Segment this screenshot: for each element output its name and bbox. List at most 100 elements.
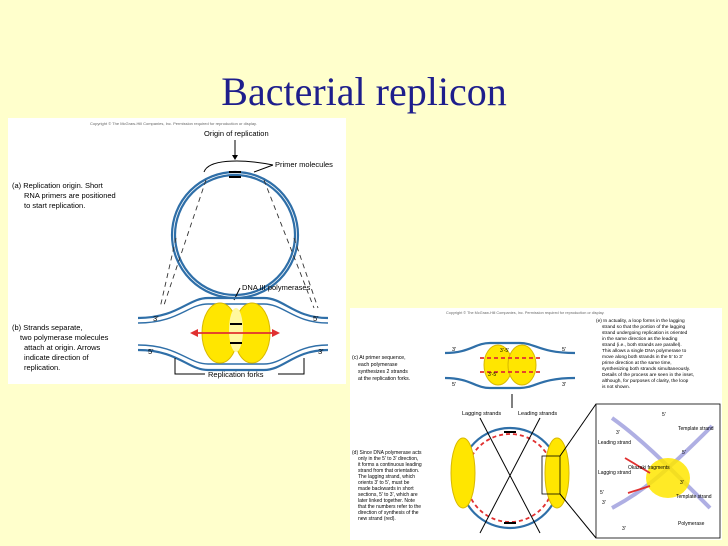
end-label: 5': [313, 314, 319, 323]
primer-mark: [229, 176, 241, 178]
zoom-line: [159, 237, 177, 309]
figure-replication-origin: Copyright © The McGraw-Hill Companies, I…: [8, 118, 346, 384]
svg-text:in the same direction as the l: in the same direction as the leading: [602, 336, 678, 342]
svg-text:Details of the process are see: Details of the process are seen in the i…: [602, 372, 694, 378]
svg-text:prime direction at the same ti: prime direction at the same time,: [602, 360, 672, 366]
end-label: 5': [562, 347, 566, 353]
inset-line: [559, 493, 597, 539]
svg-text:(d) Since DNA polymerase acts: (d) Since DNA polymerase acts: [352, 450, 422, 456]
end-label: 3': [452, 347, 456, 353]
primer-arrow: [253, 164, 274, 173]
origin-label: Origin of replication: [204, 129, 269, 138]
caption-e: (e) In actuality, a loop forms in the la…: [596, 318, 694, 390]
leading-strands-label: Leading strands: [518, 411, 557, 417]
svg-text:strand from that orientation.: strand from that orientation.: [358, 468, 419, 474]
end-label: 3': [622, 526, 626, 532]
strand-c-bottom: [444, 376, 576, 390]
svg-text:indicate direction of: indicate direction of: [24, 353, 90, 362]
svg-text:move along both strands in the: move along both strands in the 5' to 3': [602, 354, 683, 360]
end-label: 5': [662, 412, 666, 418]
dna-circle-outer: [170, 170, 300, 300]
inset-marker: [541, 455, 561, 495]
inset-new-strand: [624, 457, 651, 474]
inset-lagging-label: Lagging strand: [598, 470, 631, 476]
inset-template-label-2: Template strand: [676, 494, 712, 500]
end-label: 3': [616, 430, 620, 436]
end-label: 3': [318, 347, 324, 356]
arrowhead: [232, 155, 238, 160]
svg-text:at the replication forks.: at the replication forks.: [358, 376, 410, 382]
end-label: 5': [682, 450, 686, 456]
polymerase-d-left: [450, 437, 476, 509]
svg-text:that the numbers refer to the: that the numbers refer to the: [358, 504, 421, 510]
strand-c-top: [444, 341, 576, 355]
strand-bottom: [137, 348, 329, 372]
primer-mark: [230, 323, 242, 325]
copyright-text: Copyright © The McGraw-Hill Companies, I…: [446, 311, 604, 315]
arrowhead-right: [272, 329, 280, 337]
slide-title: Bacterial replicon: [221, 69, 507, 114]
primer-mark: [230, 342, 242, 344]
inset-helix: [610, 416, 712, 510]
lagging-strands-label: Lagging strands: [462, 411, 501, 417]
svg-text:attach at origin. Arrows: attach at origin. Arrows: [24, 343, 101, 352]
caption-a: (a) Replication origin. Short RNA primer…: [12, 181, 116, 210]
inset-line: [559, 403, 597, 457]
svg-text:is not shown.: is not shown.: [602, 384, 630, 390]
copyright-text: Copyright © The McGraw-Hill Companies, I…: [90, 121, 257, 126]
svg-text:each polymerase: each polymerase: [358, 362, 398, 368]
fork-arrow: [278, 358, 305, 375]
svg-text:(e) In actuality, a loop forms: (e) In actuality, a loop forms in the la…: [596, 318, 685, 324]
svg-text:synthesizes 2 strands: synthesizes 2 strands: [358, 369, 408, 375]
end-label: 3': [153, 314, 159, 323]
primer-mark: [229, 171, 241, 173]
inset-template-label: Template strand: [678, 426, 714, 432]
svg-text:replication.: replication.: [24, 363, 60, 372]
svg-text:sections, 5' to 3', which are: sections, 5' to 3', which are: [358, 492, 418, 498]
svg-text:This allows a single DNA polym: This allows a single DNA polymerase to: [602, 348, 687, 354]
svg-text:RNA primers are positioned: RNA primers are positioned: [24, 191, 116, 200]
end-label: 3': [562, 382, 566, 388]
cross-line: [479, 417, 541, 534]
polymerase-highlight: [229, 308, 243, 352]
svg-text:synthesizing both strands simu: synthesizing both strands simultaneously…: [602, 366, 690, 372]
caption-b: (b) Strands separate, two polymerase mol…: [12, 323, 109, 372]
zoom-line: [263, 179, 315, 309]
arrowhead-left: [190, 329, 198, 337]
svg-text:to start replication.: to start replication.: [24, 201, 85, 210]
inset-leading-label: Leading strand: [598, 440, 631, 446]
svg-text:new strand (red).: new strand (red).: [358, 516, 396, 522]
svg-text:orients 3' to 5', must be: orients 3' to 5', must be: [358, 480, 410, 486]
end-label: 3': [680, 480, 684, 486]
svg-text:although, for purposes of clar: although, for purposes of clarity, the l…: [602, 378, 689, 384]
inset-new-strand: [627, 485, 651, 494]
primer-label: Primer molecules: [275, 160, 333, 169]
primer-mark: [504, 522, 516, 524]
svg-text:two polymerase molecules: two polymerase molecules: [20, 333, 109, 342]
svg-text:it forms a continuous leading: it forms a continuous leading: [358, 462, 422, 468]
inset-polymerase-label: Polymerase: [678, 521, 705, 527]
polymerase-d-right: [544, 437, 570, 509]
svg-text:(b) Strands separate,: (b) Strands separate,: [12, 323, 82, 332]
caption-d: (d) Since DNA polymerase acts only in th…: [352, 450, 422, 522]
svg-text:direction of synthesis of the: direction of synthesis of the: [358, 510, 419, 516]
polymerase-c-right: [507, 344, 537, 386]
forks-label: Replication forks: [208, 370, 264, 379]
strand-top: [137, 296, 329, 320]
strand-bottom-inner: [137, 344, 329, 365]
inset-polymerase: [646, 458, 690, 498]
zoom-line: [293, 237, 319, 309]
strand-top-inner: [137, 303, 329, 324]
polymerase-label: DNA III polymerases: [242, 283, 311, 292]
inset-okazaki-label: Okazaki fragments: [628, 465, 670, 471]
new-strand-circle: [465, 433, 555, 523]
end-label: 3'-5': [500, 348, 509, 354]
svg-text:(c) At primer sequence,: (c) At primer sequence,: [352, 355, 406, 361]
svg-text:strand (i.e., both strands are: strand (i.e., both strands are parallel)…: [602, 342, 682, 348]
caption-c: (c) At primer sequence, each polymerase …: [352, 355, 410, 382]
primer-arrow-2: [203, 160, 274, 173]
svg-text:strand undergoing replication: strand undergoing replication is oriente…: [602, 330, 688, 336]
end-label: 3'-5': [488, 372, 497, 378]
primer-mark: [504, 431, 516, 433]
svg-text:later linked together. Note: later linked together. Note: [358, 498, 415, 504]
